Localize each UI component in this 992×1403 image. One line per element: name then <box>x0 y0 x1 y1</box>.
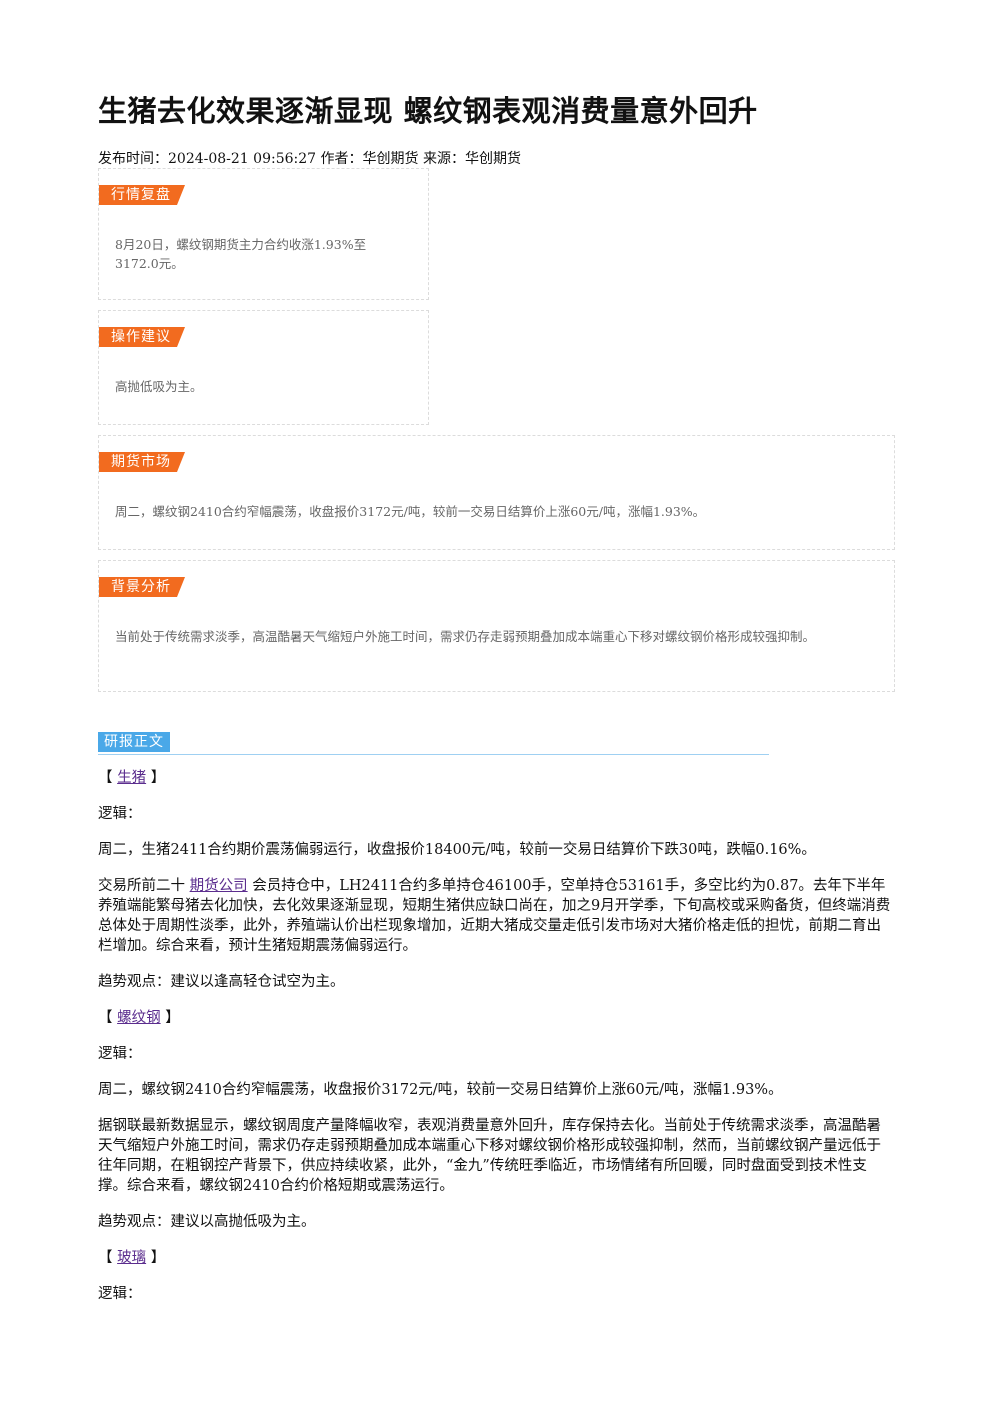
paragraph: 周二，生猪2411合约期价震荡偏弱运行，收盘报价18400元/吨，较前一交易日结… <box>98 842 816 858</box>
logic-label: 逻辑： <box>98 1046 142 1062</box>
link-glass[interactable]: 玻璃 <box>117 1250 147 1266</box>
link-hog[interactable]: 生猪 <box>117 770 147 786</box>
body-tag: 研报正文 <box>98 732 170 752</box>
section-heading-glass: 【 玻璃 】 <box>98 1250 166 1266</box>
body-header: 研报正文 <box>98 732 769 755</box>
article-meta: 发布时间：2024-08-21 09:56:27 作者：华创期货 来源：华创期货 <box>98 151 521 167</box>
card-text: 当前处于传统需求淡季，高温酷暑天气缩短户外施工时间，需求仍存走弱预期叠加成本端重… <box>115 629 816 644</box>
section-heading-hog: 【 生猪 】 <box>98 770 166 786</box>
link-futures-company[interactable]: 期货公司 <box>189 878 248 894</box>
logic-label: 逻辑： <box>98 1286 142 1302</box>
card-market-review: 行情复盘 8月20日，螺纹钢期货主力合约收涨1.93%至3172.0元。 <box>98 168 429 300</box>
card-text: 8月20日，螺纹钢期货主力合约收涨1.93%至3172.0元。 <box>115 237 367 271</box>
card-futures-market: 期货市场 周二，螺纹钢2410合约窄幅震荡，收盘报价3172元/吨，较前一交易日… <box>98 435 895 550</box>
card-tag: 背景分析 <box>99 577 185 597</box>
card-tag: 期货市场 <box>99 452 185 472</box>
section-heading-rebar: 【 螺纹钢 】 <box>98 1010 180 1026</box>
paragraph: 周二，螺纹钢2410合约窄幅震荡，收盘报价3172元/吨，较前一交易日结算价上涨… <box>98 1082 783 1098</box>
card-advice: 操作建议 高抛低吸为主。 <box>98 310 429 425</box>
card-tag: 操作建议 <box>99 327 185 347</box>
paragraph: 据钢联最新数据显示，螺纹钢周度产量降幅收窄，表观消费量意外回升，库存保持去化。当… <box>98 1118 881 1194</box>
card-text: 周二，螺纹钢2410合约窄幅震荡，收盘报价3172元/吨，较前一交易日结算价上涨… <box>115 504 706 519</box>
paragraph: 交易所前二十 期货公司 会员持仓中，LH2411合约多单持仓46100手，空单持… <box>98 878 891 954</box>
link-rebar[interactable]: 螺纹钢 <box>117 1010 161 1026</box>
card-tag: 行情复盘 <box>99 185 185 205</box>
card-text: 高抛低吸为主。 <box>115 379 203 394</box>
article-title: 生猪去化效果逐渐显现 螺纹钢表观消费量意外回升 <box>98 94 758 128</box>
logic-label: 逻辑： <box>98 806 142 822</box>
trend-view: 趋势观点：建议以逢高轻仓试空为主。 <box>98 974 345 990</box>
card-background: 背景分析 当前处于传统需求淡季，高温酷暑天气缩短户外施工时间，需求仍存走弱预期叠… <box>98 560 895 692</box>
trend-view: 趋势观点：建议以高抛低吸为主。 <box>98 1214 316 1230</box>
